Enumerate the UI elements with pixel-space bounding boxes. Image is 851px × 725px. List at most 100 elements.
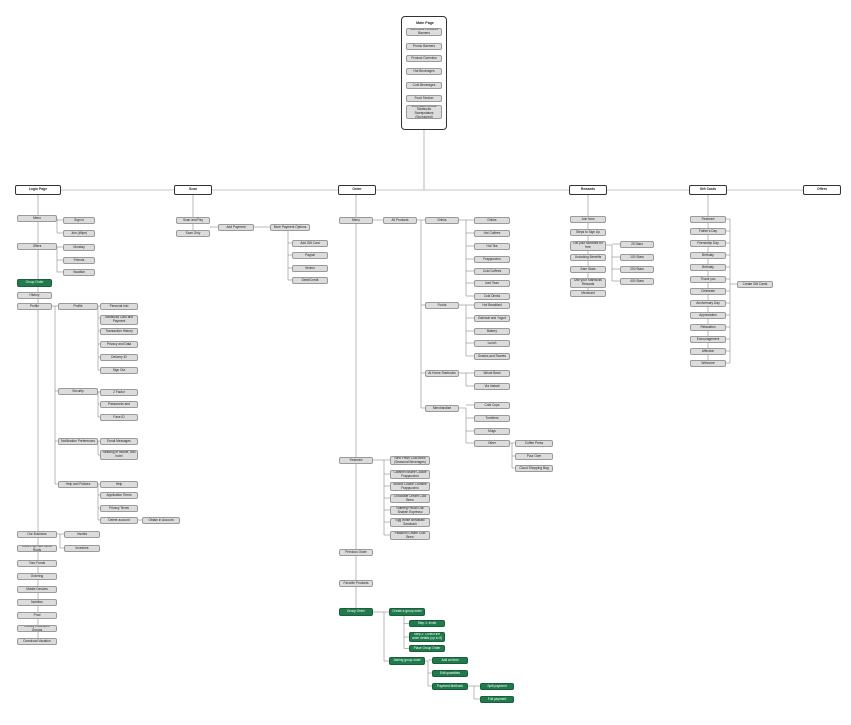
node-father-s-day: Father's Day <box>690 228 726 235</box>
gift-cards-header: Gift Cards <box>689 185 727 195</box>
node-food-section: Food Section <box>406 95 442 102</box>
node-full-payment: Full payment <box>480 696 514 703</box>
node-venmo: Venmo <box>292 265 328 272</box>
node-oatmeal-and-yogurt: Oatmeal and Yogurt <box>474 315 510 322</box>
node-privacy-terms: Privacy Terms <box>100 505 138 512</box>
node-help-and-policies: Help and Policies <box>58 481 98 488</box>
node-place-group-order: Place Group Order <box>409 645 445 652</box>
node-application-terms: Application Terms <box>100 492 138 499</box>
node-encouragement: Encouragement <box>690 336 726 343</box>
home-page-title: Main Page <box>416 21 434 25</box>
node-friends: Friends <box>63 257 95 264</box>
node-profile: Profile <box>17 303 52 310</box>
node-25-stars: 25 Stars <box>620 241 654 248</box>
node-add-payment: Add Payment <box>218 224 254 231</box>
node-coffee-press: Coffee Press <box>515 440 553 447</box>
node-information-about-starbucks-sweepstakes-: Information about Starbucks Sweepstakes … <box>406 105 442 119</box>
node-hot-coffees: Hot Coffees <box>474 230 510 237</box>
node-affection: Affection <box>690 348 726 355</box>
node-notification-preferences: Notification Preferences <box>58 438 98 445</box>
node-step-2-collect-the-order-details-up-to-8: Step 2: Collect the order details (up to… <box>409 632 445 642</box>
node-anniversary-day: Anniversary Day <box>690 300 726 307</box>
node-email-messages: Email Messages <box>100 438 138 445</box>
node-drinks: Drinks <box>425 217 459 224</box>
node-snacks-and-sweets: Snacks and Sweets <box>474 353 510 360</box>
node-all-products: All Products <box>383 217 417 224</box>
node-200-stars: 200 Stars <box>620 266 654 273</box>
login-page-header: Login Page <box>15 185 61 195</box>
node-merchandise: Merchandise <box>425 405 459 412</box>
node-2-factor: 2 Factor <box>100 389 138 396</box>
node-help: Help <box>100 481 138 488</box>
node-mocha-cookie-crumble-frappuccino: Mocha Cookie Crumble Frappuccino <box>390 482 430 491</box>
node-featured: Featured <box>339 457 373 464</box>
node-monday: Monday <box>63 244 95 251</box>
node-product-overview: Product Overview <box>406 55 442 62</box>
node-create-a-group-order: Create a group order <box>389 608 425 616</box>
node-via-instant: Via Instant <box>474 383 510 390</box>
node-history: History <box>17 292 52 299</box>
node-debit-credit: Debit/Credit <box>292 277 328 284</box>
node-bakery: Bakery <box>474 328 510 335</box>
node-cold-cups: Cold Cups <box>474 402 510 409</box>
node-chocolate-cream-cold-brew: Chocolate Cream Cold Brew <box>390 494 430 503</box>
node-merchant: Merchant <box>570 290 606 297</box>
node-profile: Profile <box>58 303 98 310</box>
node-prod: Prod <box>17 612 57 619</box>
node-pistachio-cream-cold-brew: Pistachio Cream Cold Brew <box>390 531 430 540</box>
rewards-header: Rewards <box>569 185 607 195</box>
node-thank-you: Thank you <box>690 276 726 283</box>
node-nutmeg-pecan-oat-shaken-espresso: Nutmeg Pecan Oat Shaken Espresso <box>390 506 430 515</box>
node-friendship-day: Friendship Day <box>690 240 726 247</box>
node-welcome: Welcome <box>690 360 726 367</box>
node-reading-of-mobile-and-hotel: Reading of mobile, and hotel <box>100 450 138 460</box>
node-relaxation: Relaxation <box>690 324 726 331</box>
node-personal-info: Personal Info <box>100 303 138 310</box>
node-privacy-and-data: Privacy and Data <box>100 341 138 348</box>
node-unlocking-benefits: Unlocking Benefits <box>570 254 606 261</box>
node-favorite-products: Favorite Products <box>339 580 373 587</box>
node-obtain-in-account: Obtain in Account <box>142 517 180 524</box>
node-steps-to-sign-up: Steps to Sign Up <box>570 229 606 236</box>
node-hot-tea: Hot Tea <box>474 243 510 250</box>
node-iced-teas: Iced Teas <box>474 280 510 287</box>
node-joining-group-order: Joining group order <box>389 657 425 665</box>
node-at-home-starbucks: At Home Starbucks <box>425 370 459 377</box>
node-pour-over: Pour Over <box>515 453 553 460</box>
node-join-wipe: Join (Wipe) <box>63 230 95 237</box>
node-sign-out: Sign Out <box>100 367 138 374</box>
node-starbucks-rewards-banners: Starbucks Rewards Banners <box>406 28 442 36</box>
node-hot-beverages: Hot Beverages <box>406 68 442 75</box>
node-group-order: Group Order <box>339 608 373 616</box>
node-400-stars: 400 Stars <box>620 278 654 285</box>
node-more-payment-options: More Payment Options <box>270 224 310 231</box>
node-birthday: Birthday <box>690 252 726 259</box>
node-invests: Invests <box>64 531 100 538</box>
node-dietary-inclusions-groups: Dietary Inclusions Groups <box>17 625 57 632</box>
node-transaction-history: Transaction History <box>100 328 138 335</box>
node-other: Other <box>474 440 510 447</box>
node-menu: Menu <box>17 215 57 222</box>
node-drinks: Drinks <box>474 217 510 224</box>
node-scan-only: Scan Only <box>176 230 210 237</box>
node-featured: Featured <box>690 216 726 223</box>
node-investors: Investors <box>64 545 100 552</box>
node-delivery-id: Delivery ID <box>100 354 138 361</box>
node-payment-methods: Payment Methods <box>432 683 468 690</box>
node-starbucks-card-and-payment: Starbucks Card and Payment <box>100 315 138 325</box>
node-face-id: Face ID <box>100 414 138 421</box>
node-caramel-brulee-cookie-frappuccino: Caramel Brulee Cookie Frappuccino <box>390 470 430 479</box>
node-get-your-favorites-for-free: Get your favorites for free <box>570 241 606 251</box>
node-add-an-item: Add an item <box>432 657 468 664</box>
node-previous-order: Previous Order <box>339 549 373 556</box>
node-vacation: Vacation <box>63 269 95 276</box>
node-cold-drinks: Cold Drinks <box>474 293 510 300</box>
node-mobile-devices: Mobile Devices <box>17 586 57 593</box>
node-download-vacation: Download Vacation <box>17 638 57 645</box>
node-menu: Menu <box>339 217 373 224</box>
node-passwords-and: Passwords and <box>100 401 138 408</box>
node-tumblers: Tumblers <box>474 415 510 422</box>
node-our-business: Our Business <box>17 531 57 538</box>
node-appreciation: Appreciation <box>690 312 726 319</box>
